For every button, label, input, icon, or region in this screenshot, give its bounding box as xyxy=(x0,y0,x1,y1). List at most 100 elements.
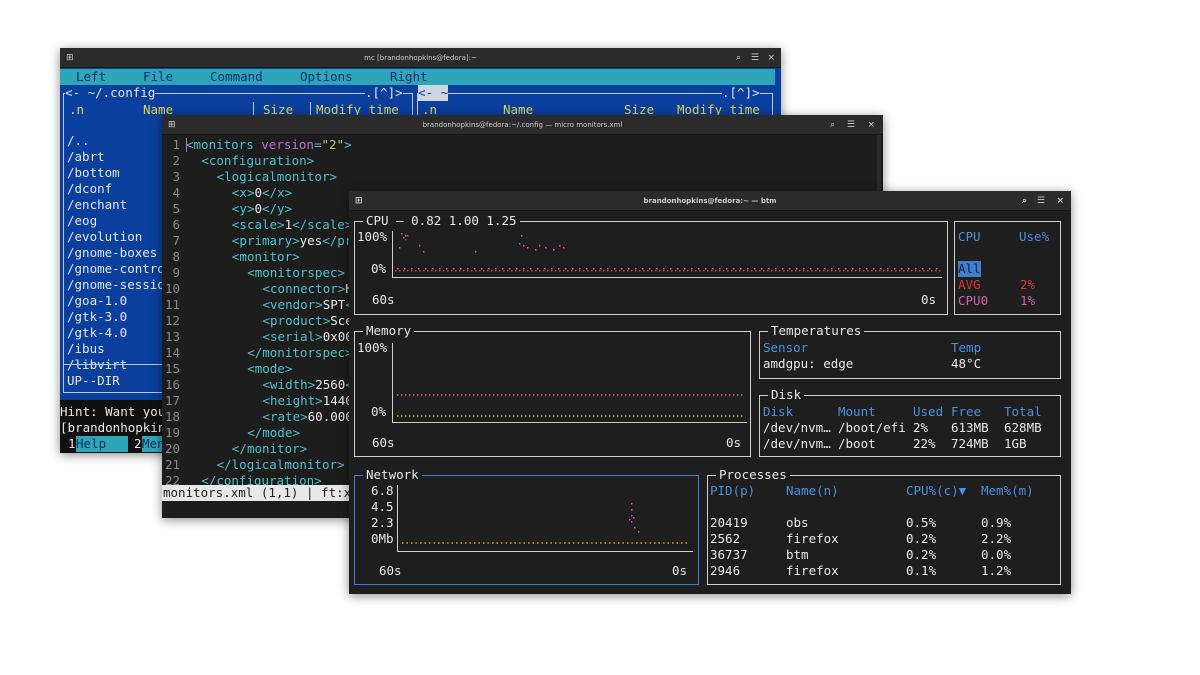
close-icon[interactable]: × xyxy=(767,48,775,68)
fkey-1-help[interactable]: Help xyxy=(76,436,128,452)
process-cell[interactable]: 1.2% xyxy=(981,563,1011,579)
file-list-item[interactable]: /eog xyxy=(67,213,97,229)
process-col-header[interactable]: CPU%(c)▼ xyxy=(906,483,966,499)
menu-file[interactable]: File xyxy=(143,69,173,85)
disk-col-header[interactable]: Used xyxy=(913,404,943,420)
new-tab-icon[interactable]: ⊞ xyxy=(168,115,176,135)
process-cell[interactable]: firefox xyxy=(786,531,839,547)
code-line[interactable]: <logicalmonitor> xyxy=(217,169,337,185)
disk-col-header[interactable]: Free xyxy=(951,404,981,420)
file-list-item[interactable]: /gnome-control xyxy=(67,261,172,277)
right-panel-path[interactable]: <- ~ xyxy=(418,85,448,101)
cpu-legend-avg[interactable]: AVG xyxy=(958,277,981,293)
file-list-item[interactable]: /goa-1.0 xyxy=(67,293,127,309)
process-cell[interactable]: firefox xyxy=(786,563,839,579)
disk-col-header[interactable]: Disk xyxy=(763,404,793,420)
file-list-item[interactable]: /.. xyxy=(67,133,90,149)
code-line[interactable]: <y>0</y> xyxy=(232,201,292,217)
process-col-header[interactable]: Name(n) xyxy=(786,483,839,499)
cpu-trace-point xyxy=(859,268,861,270)
process-cell[interactable]: 20419 xyxy=(710,515,748,531)
cpu-trace-point xyxy=(707,270,709,272)
file-list-item[interactable]: /gnome-boxes xyxy=(67,245,157,261)
disk-col-header[interactable]: Total xyxy=(1004,404,1042,420)
right-panel-path-right[interactable]: .[^]> xyxy=(722,85,760,101)
file-list-item[interactable]: /gnome-session xyxy=(67,277,172,293)
cpu-trace-point xyxy=(607,270,609,272)
disk-cell: /dev/nvm… xyxy=(763,420,831,436)
file-list-item[interactable]: /evolution xyxy=(67,229,142,245)
code-line[interactable]: <scale>1</scale> xyxy=(232,217,352,233)
process-cell[interactable]: btm xyxy=(786,547,809,563)
file-list-item[interactable]: /bottom xyxy=(67,165,120,181)
cpu-trace-point xyxy=(488,268,490,270)
code-line[interactable]: <x>0</x> xyxy=(232,185,292,201)
menu-command[interactable]: Command xyxy=(210,69,263,85)
search-icon[interactable]: ⌕ xyxy=(736,48,741,68)
process-cell[interactable]: 36737 xyxy=(710,547,748,563)
cpu-trace-point xyxy=(663,268,665,270)
file-list-item[interactable]: /abrt xyxy=(67,149,105,165)
code-line[interactable]: <configuration> xyxy=(201,153,314,169)
code-line[interactable]: <product>Sce xyxy=(263,313,353,329)
process-cell[interactable]: 2.2% xyxy=(981,531,1011,547)
cpu-trace-point xyxy=(401,233,403,235)
code-line[interactable]: </logicalmonitor> xyxy=(217,457,345,473)
process-cell[interactable]: obs xyxy=(786,515,809,531)
menu-icon[interactable]: ☰ xyxy=(847,115,855,135)
menu-left[interactable]: Left xyxy=(76,69,106,85)
code-token: <height> xyxy=(263,393,323,408)
cpu-trace-point xyxy=(516,268,518,270)
code-line[interactable]: </monitor> xyxy=(232,441,307,457)
file-list-item[interactable]: /gtk-4.0 xyxy=(67,325,127,341)
file-list-item[interactable]: /dconf xyxy=(67,181,112,197)
code-line[interactable]: <primary>yes</pr xyxy=(232,233,352,249)
code-line[interactable]: <width>2560< xyxy=(263,377,353,393)
process-cell[interactable]: 0.0% xyxy=(981,547,1011,563)
process-cell[interactable]: 0.5% xyxy=(906,515,936,531)
code-line[interactable]: <connector>H xyxy=(263,281,353,297)
process-col-header[interactable]: PID(p) xyxy=(710,483,755,499)
cpu-x-right: 0s xyxy=(921,292,936,308)
left-panel-path-right[interactable]: .[^]> xyxy=(365,85,403,101)
line-number: 8 xyxy=(164,249,180,265)
code-line[interactable]: <monitors version="2"> xyxy=(186,137,352,153)
process-col-header[interactable]: Mem%(m) xyxy=(981,483,1034,499)
file-list-item[interactable]: /ibus xyxy=(67,341,105,357)
process-cell[interactable]: 0.2% xyxy=(906,547,936,563)
new-tab-icon[interactable]: ⊞ xyxy=(355,191,363,211)
code-line[interactable]: </monitorspec> xyxy=(247,345,352,361)
process-cell[interactable]: 0.9% xyxy=(981,515,1011,531)
new-tab-icon[interactable]: ⊞ xyxy=(66,48,74,68)
search-icon[interactable]: ⌕ xyxy=(830,115,835,135)
close-icon[interactable]: × xyxy=(867,115,875,135)
left-panel-path[interactable]: <- ~/.config xyxy=(65,85,155,101)
menu-icon[interactable]: ☰ xyxy=(751,48,759,68)
memory-y-bottom: 0% xyxy=(371,404,386,420)
code-line[interactable]: <rate>60.000 xyxy=(263,409,353,425)
file-list-item[interactable]: /gtk-3.0 xyxy=(67,309,127,325)
code-line[interactable]: <serial>0x00 xyxy=(263,329,353,345)
menu-options[interactable]: Options xyxy=(300,69,353,85)
process-cell[interactable]: 0.1% xyxy=(906,563,936,579)
process-cell[interactable]: 2946 xyxy=(710,563,740,579)
disk-col-header[interactable]: Mount xyxy=(838,404,876,420)
code-line[interactable]: <monitor> xyxy=(232,249,300,265)
menu-icon[interactable]: ☰ xyxy=(1037,191,1045,211)
cpu-legend-all[interactable]: All xyxy=(958,261,981,277)
shell-prompt[interactable]: [brandonhopkin xyxy=(60,420,165,436)
code-line[interactable]: <monitorspec> xyxy=(247,265,345,281)
menu-right[interactable]: Right xyxy=(390,69,428,85)
search-icon[interactable]: ⌕ xyxy=(1022,191,1027,211)
file-list-item[interactable]: /libvirt xyxy=(67,357,127,373)
code-line[interactable]: <height>1440 xyxy=(263,393,353,409)
cpu-legend-cpu0[interactable]: CPU0 xyxy=(958,293,988,309)
code-line[interactable]: <mode> xyxy=(247,361,292,377)
cpu-trace-point xyxy=(789,268,791,270)
code-line[interactable]: </mode> xyxy=(247,425,300,441)
file-list-item[interactable]: /enchant xyxy=(67,197,127,213)
close-icon[interactable]: × xyxy=(1056,191,1064,211)
process-cell[interactable]: 0.2% xyxy=(906,531,936,547)
process-cell[interactable]: 2562 xyxy=(710,531,740,547)
code-line[interactable]: <vendor>SPT< xyxy=(263,297,353,313)
